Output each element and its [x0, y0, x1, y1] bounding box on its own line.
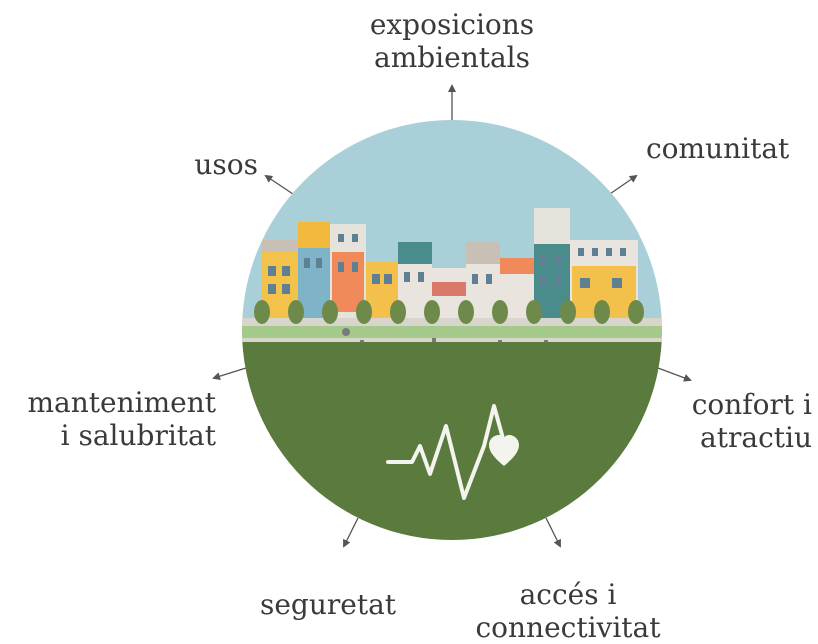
label-line: ambientals	[374, 41, 530, 74]
arrow-bottom-right	[545, 517, 561, 548]
label-usos: usos	[168, 148, 258, 181]
arrow-top-left	[264, 174, 297, 197]
label-line: usos	[194, 148, 258, 181]
label-line: accés i	[519, 578, 617, 611]
label-line: i salubritat	[60, 419, 216, 452]
label-line: manteniment	[27, 386, 217, 419]
grass-band	[242, 326, 662, 340]
label-line: confort i	[691, 388, 812, 421]
trees	[254, 300, 644, 324]
buildings	[262, 208, 638, 318]
label-manteniment-salubritat: manteniment i salubritat	[6, 386, 217, 452]
heartbeat-heart-icon	[386, 404, 519, 500]
arrow-right	[657, 367, 692, 382]
label-seguretat: seguretat	[248, 588, 408, 621]
label-line: comunitat	[646, 132, 790, 165]
windows	[268, 234, 626, 294]
globe	[242, 120, 662, 540]
label-acces-connectivitat: accés i connectivitat	[458, 578, 678, 644]
label-exposicions-ambientals: exposicions ambientals	[352, 8, 552, 74]
label-line: connectivitat	[475, 611, 661, 644]
arrow-left	[212, 367, 247, 381]
label-line: seguretat	[259, 588, 397, 621]
path	[242, 338, 662, 344]
sidewalk	[242, 318, 662, 328]
label-line: atractiu	[700, 421, 812, 454]
label-line: exposicions	[369, 8, 535, 41]
label-comunitat: comunitat	[646, 132, 789, 165]
arrow-bottom-left	[343, 517, 359, 548]
label-confort-atractiu: confort i atractiu	[684, 388, 812, 454]
